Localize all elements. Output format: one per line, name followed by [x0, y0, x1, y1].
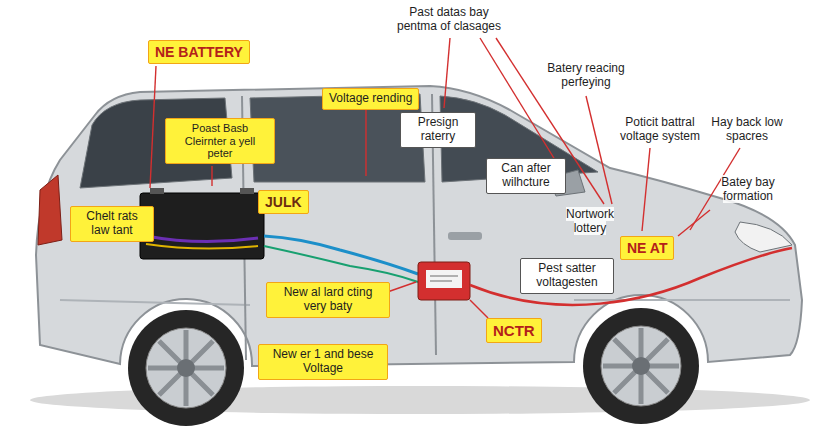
- annotation-text: Hay back low spacres: [711, 115, 782, 143]
- leader-line: [365, 109, 366, 176]
- callout-text: Poast Basb Cleirnter a yell peter: [172, 122, 268, 160]
- leader-line: [586, 96, 612, 204]
- annotation-text: Nortwork lottery: [566, 207, 614, 235]
- body-crease: [60, 300, 790, 305]
- leader-line: [678, 210, 710, 236]
- front-wheel: [583, 308, 699, 424]
- callout-box: JULK: [258, 190, 309, 214]
- battery-wire: [264, 236, 418, 274]
- door-handle: [448, 232, 482, 240]
- callout-box: NCTR: [486, 318, 542, 343]
- tyre: [583, 308, 699, 424]
- annotation: Past datas bay pentma of clasages: [388, 6, 510, 34]
- leader-line: [211, 166, 212, 186]
- callout-text: New er 1 and bese Voltage: [265, 348, 381, 376]
- callout-box: Voltage rending: [322, 88, 419, 110]
- leader-line: [470, 300, 488, 318]
- spokes: [603, 328, 679, 404]
- battery-wire: [146, 244, 258, 249]
- battery-terminal: [150, 188, 164, 194]
- annotation: Hay back low spacres: [710, 116, 784, 144]
- battery-wire: [146, 236, 258, 242]
- hub: [632, 357, 650, 375]
- callout-text: NE BATTERY: [155, 44, 243, 60]
- hub: [177, 359, 195, 377]
- leader-line: [150, 66, 156, 188]
- callout-box: Poast Basb Cleirnter a yell peter: [165, 118, 275, 164]
- rim: [146, 328, 226, 408]
- rear-battery: [140, 193, 264, 259]
- rim: [601, 326, 681, 406]
- callout-text: Presign raterry: [406, 116, 470, 144]
- headlight: [735, 222, 792, 252]
- callout-text: NE AT: [627, 240, 667, 256]
- center-battery: [418, 262, 470, 300]
- callout-text: NCTR: [493, 322, 535, 339]
- note-box: Pest satter voltagesten: [520, 258, 614, 294]
- callout-box: New er 1 and bese Voltage: [258, 344, 388, 380]
- spokes: [148, 330, 224, 406]
- battery-terminal: [240, 188, 254, 194]
- battery-label-plate: [426, 270, 462, 288]
- callout-box: New al lard cting very baty: [266, 282, 390, 318]
- callout-box: Chelt rats law tant: [70, 206, 154, 242]
- leader-line: [480, 38, 560, 168]
- callout-box: NE AT: [620, 236, 674, 260]
- annotation-text: Past datas bay pentma of clasages: [397, 5, 501, 33]
- callout-text: JULK: [265, 194, 302, 210]
- callout-text: Pest satter voltagesten: [526, 262, 608, 290]
- battery-wire: [264, 246, 418, 282]
- annotation: Batey bay formation: [708, 176, 788, 204]
- annotation: Nortwork lottery: [560, 208, 620, 236]
- annotation: Batery reacing perfeying: [540, 62, 632, 90]
- note-box: Presign raterry: [400, 112, 476, 148]
- annotation-text: Batey bay formation: [721, 175, 774, 203]
- callout-text: Can after wilhcture: [492, 162, 560, 190]
- annotation-text: Batery reacing perfeying: [547, 61, 624, 89]
- annotation-text: Poticit battral voltage system: [620, 115, 700, 143]
- callout-text: Chelt rats law tant: [77, 210, 147, 238]
- leader-line: [642, 148, 650, 231]
- callout-text: New al lard cting very baty: [273, 286, 383, 314]
- tail-light: [38, 175, 62, 245]
- rear-wheel: [128, 310, 244, 426]
- callout-box: NE BATTERY: [148, 40, 250, 64]
- annotation: Poticit battral voltage system: [612, 116, 708, 144]
- leader-line: [444, 38, 450, 108]
- battery-label-plate: [430, 276, 458, 281]
- callout-text: Voltage rending: [329, 92, 412, 106]
- tyre: [128, 310, 244, 426]
- note-box: Can after wilhcture: [486, 158, 566, 194]
- leader-lines: [130, 38, 740, 318]
